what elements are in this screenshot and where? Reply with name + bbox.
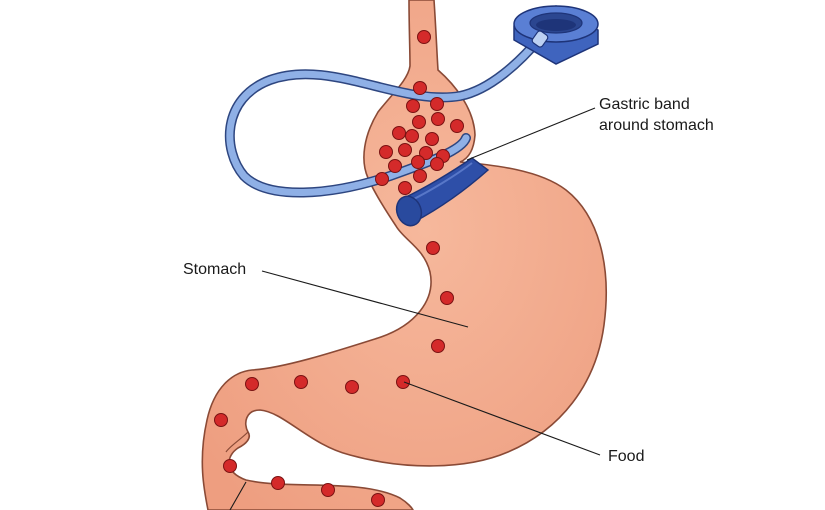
food-particle <box>375 172 389 186</box>
food-particle <box>430 157 444 171</box>
food-particle <box>379 145 393 159</box>
food-particle <box>417 30 431 44</box>
food-particle <box>411 155 425 169</box>
food-particle <box>321 483 335 497</box>
food-particle <box>294 375 308 389</box>
band-tube <box>226 34 544 197</box>
food-particle <box>425 132 439 146</box>
label-stomach: Stomach <box>183 261 247 278</box>
duodenum-fold-line <box>225 431 249 453</box>
food-particle <box>413 169 427 183</box>
food-particle <box>398 181 412 195</box>
food-particles <box>214 30 464 507</box>
food-particle <box>388 159 402 173</box>
leader-intestine <box>229 481 247 510</box>
food-particle <box>450 119 464 133</box>
food-particle <box>405 129 419 143</box>
food-particle <box>398 143 412 157</box>
band-buckle <box>395 195 423 227</box>
label-gastric-band-line1: Gastric band <box>599 96 690 113</box>
label-gastric-band-line2: around stomach <box>599 117 714 134</box>
label-gastric-band: Gastric band around stomach <box>599 94 714 136</box>
gastric-band-highlight <box>409 162 473 202</box>
food-particle <box>223 459 237 473</box>
label-food: Food <box>608 448 645 465</box>
food-particle <box>214 413 228 427</box>
gastric-band <box>403 157 490 224</box>
leader-food <box>403 381 601 456</box>
stomach-body <box>201 0 607 510</box>
food-particle <box>413 81 427 95</box>
food-particle <box>406 99 420 113</box>
food-particle <box>419 146 433 160</box>
food-particle <box>392 126 406 140</box>
food-particle <box>412 115 426 129</box>
food-particle <box>440 291 454 305</box>
food-particle <box>271 476 285 490</box>
food-particle <box>245 377 259 391</box>
food-particle <box>371 493 385 507</box>
food-particle <box>431 112 445 126</box>
food-particle <box>396 375 410 389</box>
access-port <box>513 5 599 65</box>
leader-stomach <box>261 270 469 328</box>
leader-gastric-band <box>466 107 596 161</box>
food-particle <box>426 241 440 255</box>
food-particle <box>431 339 445 353</box>
food-particle <box>345 380 359 394</box>
food-particle <box>430 97 444 111</box>
